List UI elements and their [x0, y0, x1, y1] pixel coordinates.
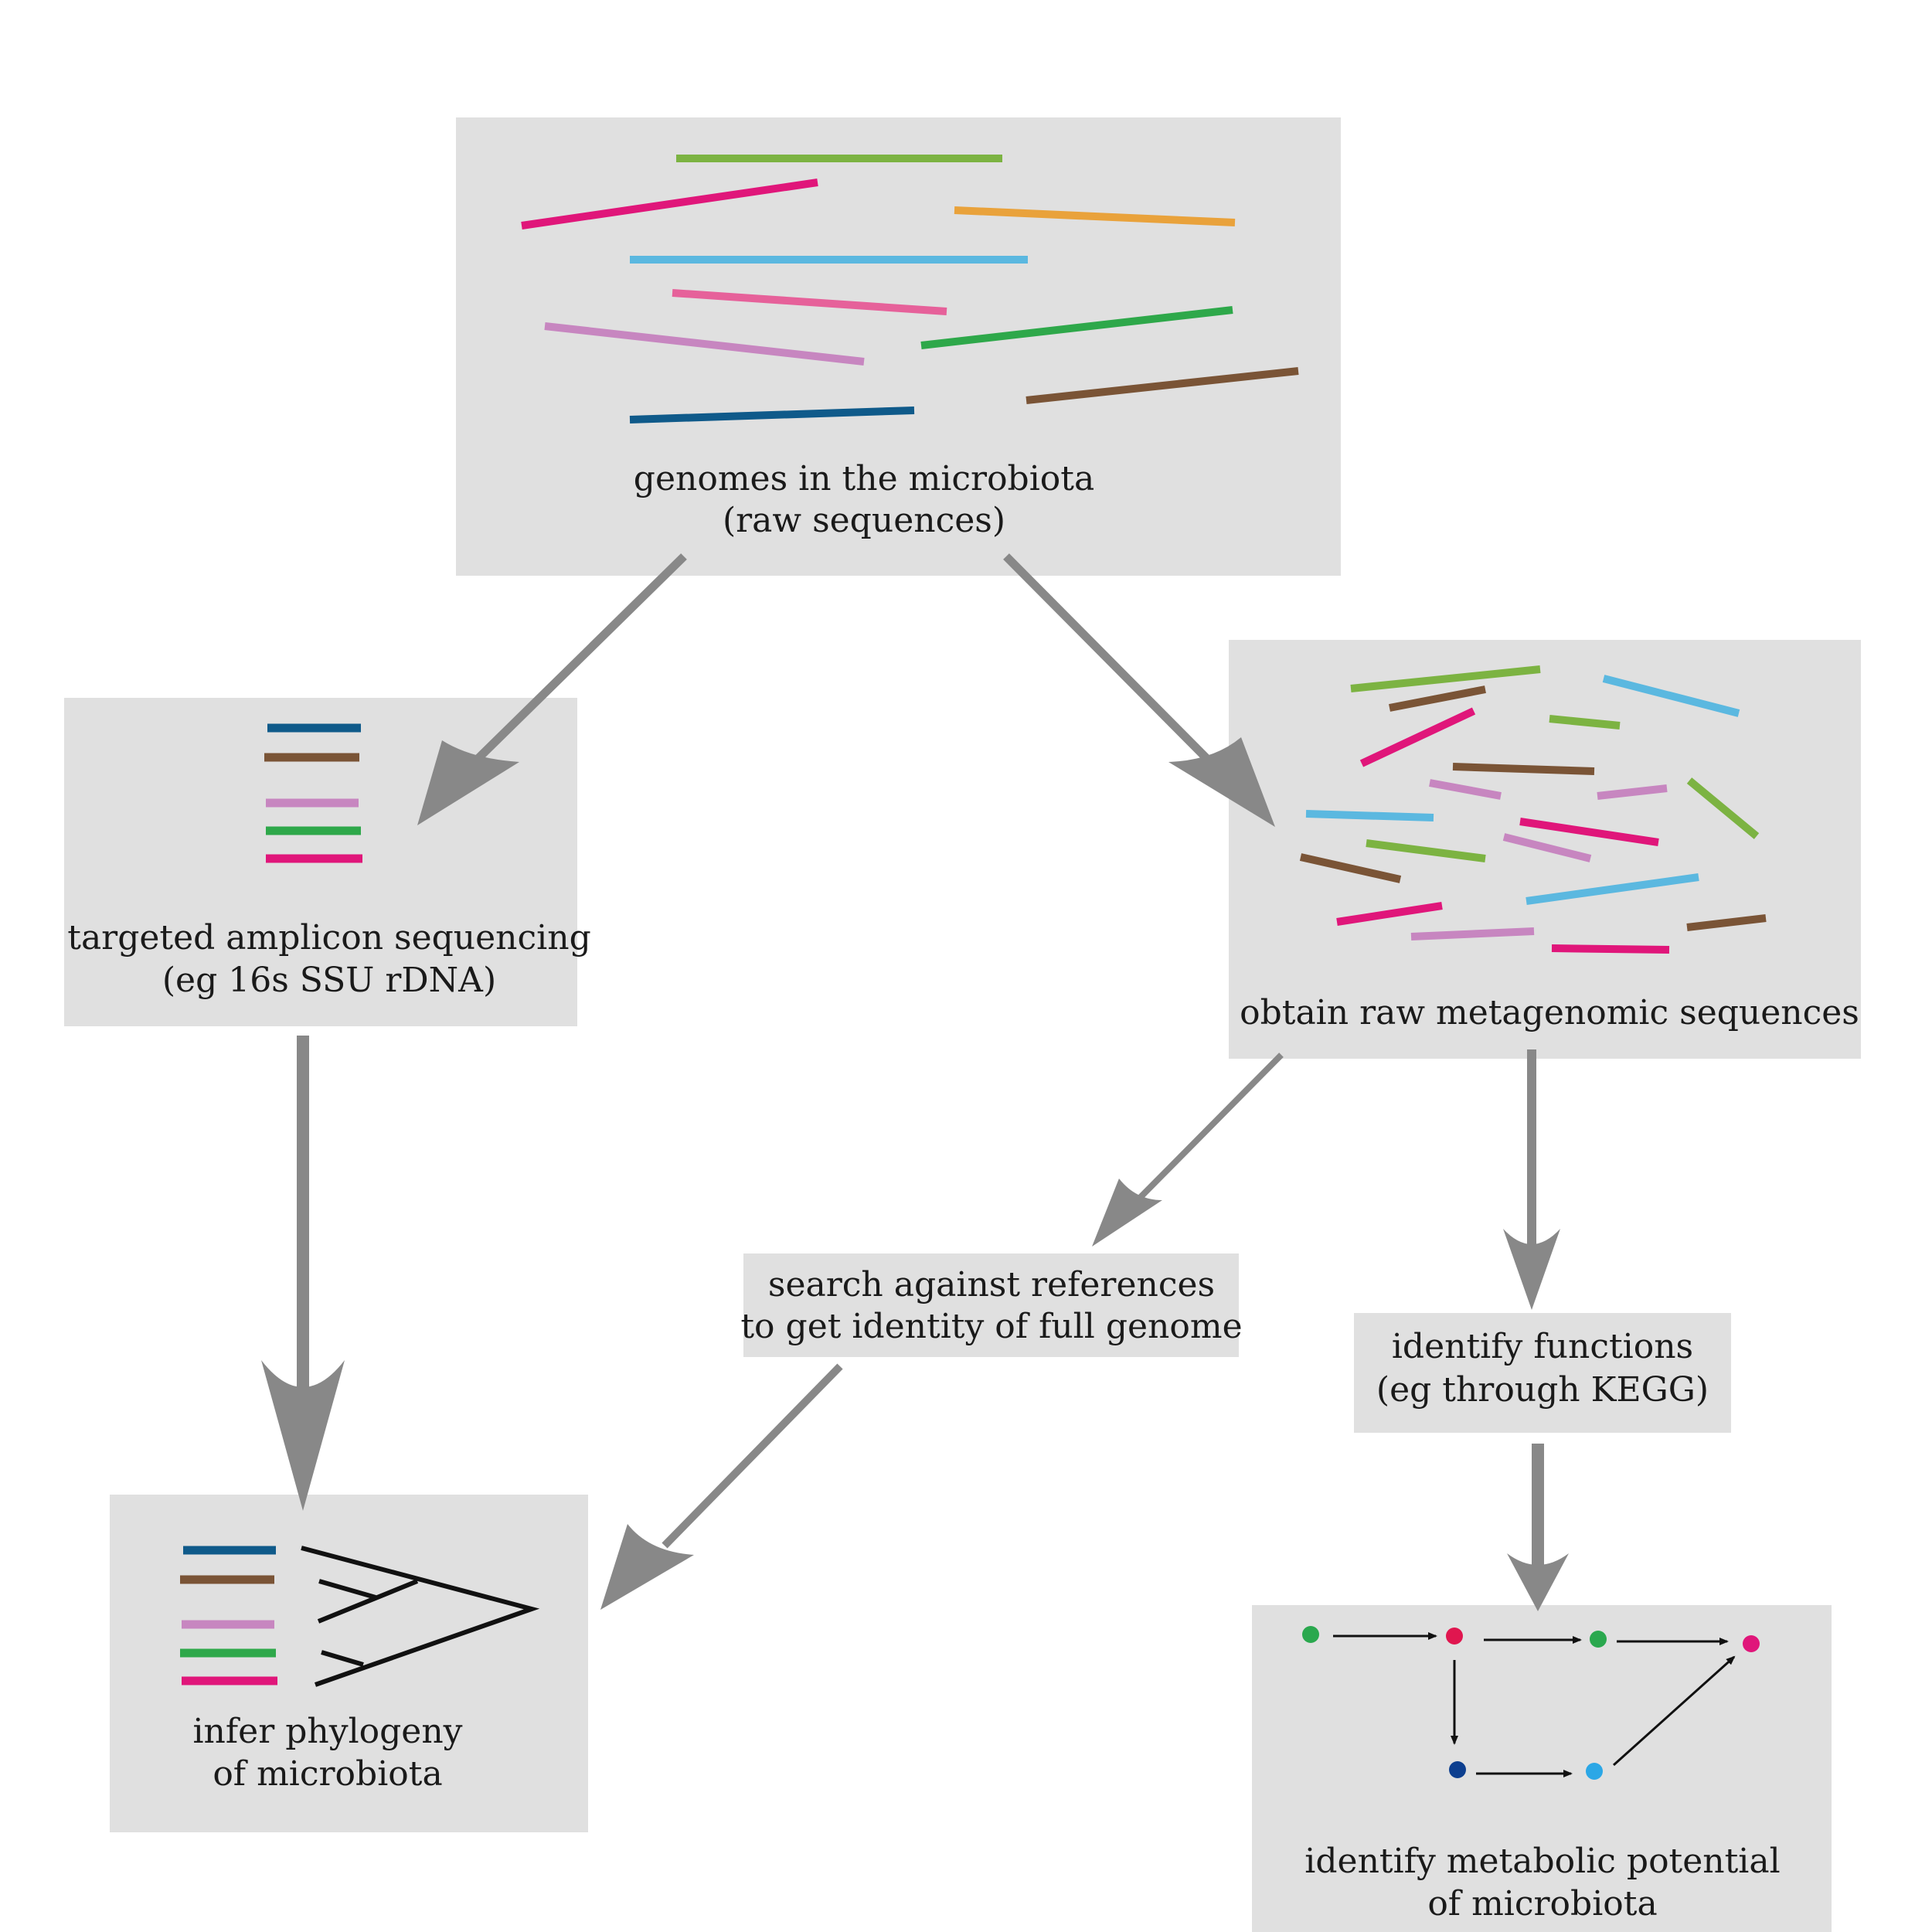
- genomes-label-line1: genomes in the microbiota: [634, 459, 1094, 498]
- read-lilac-3: [1502, 833, 1592, 862]
- arrow-amplicon-to-phylogeny: [261, 1036, 345, 1511]
- read-sky-3: [1526, 873, 1699, 905]
- node-navy: [1449, 1761, 1466, 1778]
- node-green-2: [1590, 1631, 1607, 1648]
- node-blue: [1586, 1763, 1603, 1780]
- edge-blue-magenta: [1612, 1655, 1736, 1767]
- read-brown-2: [1452, 763, 1595, 775]
- functions-box-bg: [1354, 1313, 1731, 1433]
- flow-arrows: [261, 553, 1569, 1611]
- phylogeny-label-line2: of microbiota: [213, 1754, 442, 1794]
- read-lilac-4: [1410, 927, 1535, 940]
- read-magenta-3: [1336, 902, 1443, 926]
- read-lime-1: [1350, 665, 1541, 692]
- search-label-line2: to get identity of full genome: [740, 1307, 1242, 1346]
- fragment-lilac: [544, 322, 865, 366]
- fragment-orange: [954, 206, 1236, 226]
- metabolic-label-line2: of microbiota: [1427, 1884, 1657, 1923]
- read-lime-4: [1366, 839, 1486, 862]
- metagenomic-label: obtain raw metagenomic sequences: [1240, 993, 1859, 1032]
- arrow-genomes-to-metagenomic: [1003, 553, 1275, 827]
- read-sky-2: [1305, 810, 1434, 821]
- read-lime-2: [1549, 715, 1621, 730]
- read-magenta-4: [1551, 944, 1670, 954]
- genomes-label-line2: (raw sequences): [723, 501, 1005, 540]
- search-box-bg: [743, 1253, 1239, 1357]
- metabolic-box-bg: [1252, 1605, 1832, 1932]
- functions-box: identify functions (eg through KEGG): [1354, 1313, 1731, 1433]
- read-sky-1: [1602, 675, 1740, 717]
- read-lilac-1: [1429, 779, 1502, 800]
- arrow-metagenomic-to-search: [1092, 1053, 1284, 1247]
- functions-label-line2: (eg through KEGG): [1376, 1370, 1709, 1410]
- read-brown-1: [1389, 685, 1486, 712]
- fragment-magenta: [521, 179, 818, 230]
- arrow-metagenomic-to-functions: [1503, 1049, 1560, 1310]
- read-magenta-2: [1519, 818, 1659, 846]
- amplicon-label-line1: targeted amplicon sequencing: [67, 918, 590, 957]
- arrow-functions-to-metabolic: [1507, 1444, 1569, 1611]
- arrow-search-to-phylogeny: [600, 1363, 843, 1610]
- phylogeny-box: infer phylogeny of microbiota: [110, 1495, 588, 1832]
- node-magenta: [1743, 1635, 1760, 1652]
- read-lilac-2: [1597, 784, 1668, 800]
- genomes-box-bg: [456, 117, 1341, 576]
- fragment-pink: [672, 289, 947, 315]
- genomes-box: genomes in the microbiota (raw sequences…: [456, 117, 1341, 576]
- read-brown-4: [1686, 914, 1767, 931]
- fragment-navy: [629, 406, 915, 423]
- functions-label-line1: identify functions: [1392, 1327, 1693, 1366]
- phylogeny-label-line1: infer phylogeny: [192, 1712, 462, 1751]
- metagenomic-box: obtain raw metagenomic sequences: [1229, 640, 1861, 1059]
- search-label-line1: search against references: [768, 1265, 1215, 1304]
- amplicon-reads-icon: [264, 723, 362, 863]
- metagenomic-reads-icon: [1299, 665, 1767, 954]
- pathway-edges: [1333, 1632, 1736, 1777]
- pathway-network-icon: [1302, 1626, 1760, 1780]
- arrow-genomes-to-amplicon: [417, 553, 687, 825]
- read-lime-3: [1686, 777, 1760, 839]
- phylogeny-reads-icon: [180, 1546, 277, 1685]
- metabolic-label-line1: identify metabolic potential: [1304, 1842, 1780, 1881]
- node-green-1: [1302, 1626, 1319, 1643]
- amplicon-label-line2: (eg 16s SSU rDNA): [162, 961, 496, 1000]
- metabolic-box: identify metabolic potential of microbio…: [1252, 1605, 1832, 1932]
- read-brown-3: [1299, 853, 1402, 883]
- node-red: [1446, 1628, 1463, 1645]
- fragment-brown: [1026, 367, 1299, 404]
- genome-fragments-icon: [521, 155, 1299, 423]
- read-magenta-1: [1359, 707, 1476, 767]
- search-box: search against references to get identit…: [740, 1253, 1243, 1357]
- amplicon-box: targeted amplicon sequencing (eg 16s SSU…: [64, 698, 591, 1026]
- fragment-green: [920, 306, 1233, 349]
- tree-icon: [301, 1546, 540, 1687]
